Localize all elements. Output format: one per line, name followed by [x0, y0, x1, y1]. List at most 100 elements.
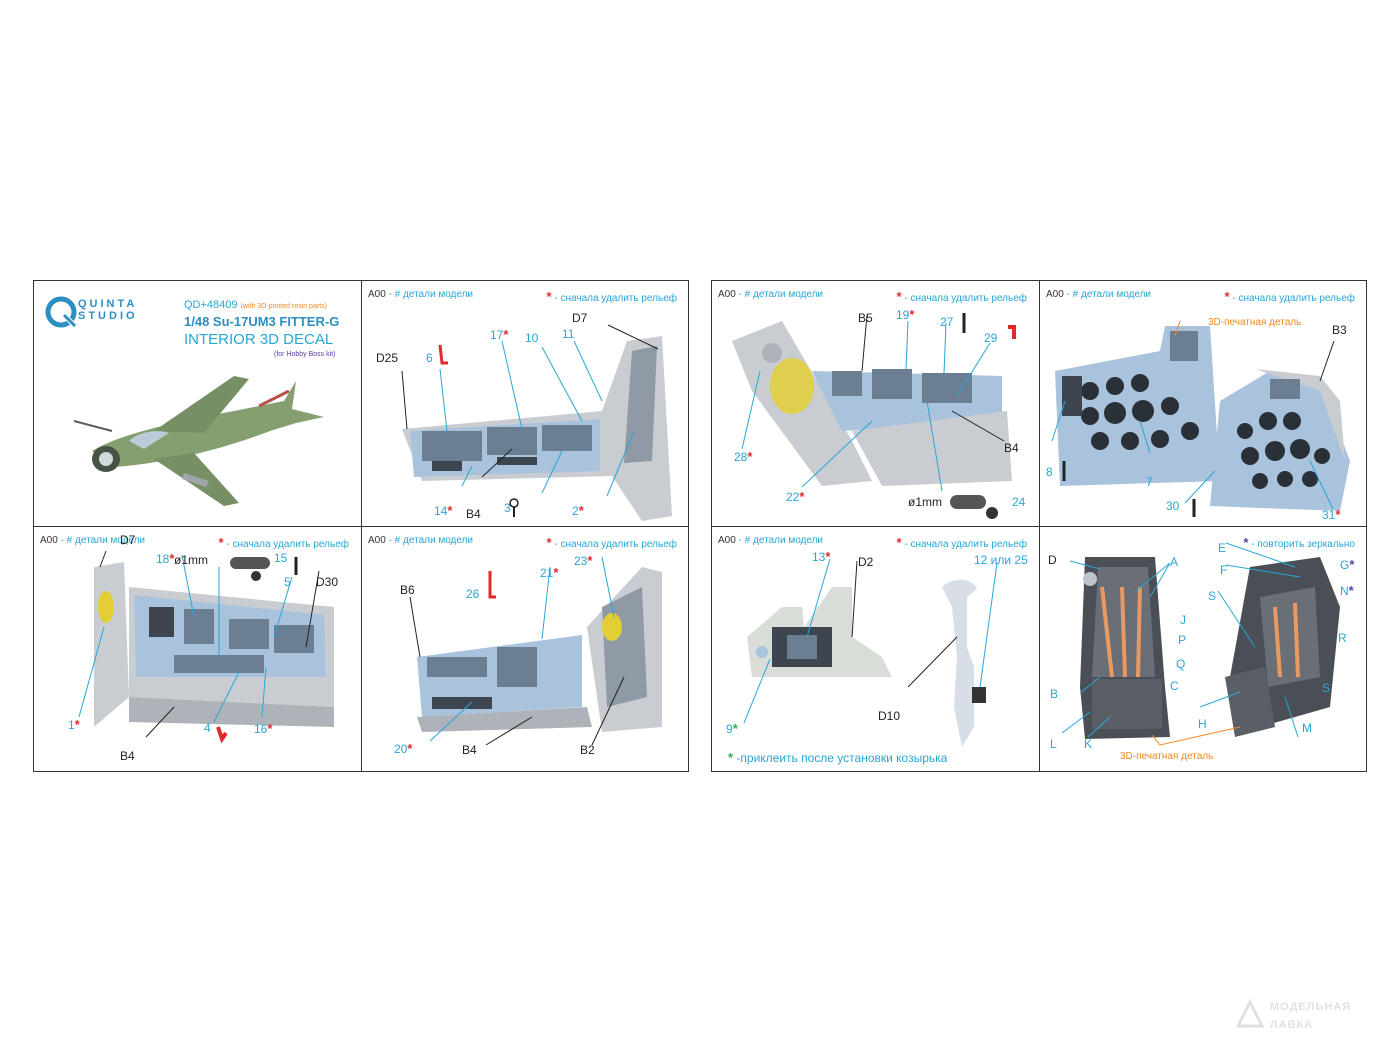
code-legend-text: - # детали модели	[1066, 289, 1152, 300]
decal-number-1: 1*	[68, 717, 80, 732]
decal-number-23: 23*	[574, 553, 592, 568]
code-legend-text: - # детали модели	[738, 289, 824, 300]
seat-label-g: G*	[1340, 557, 1354, 572]
star-mark: *	[503, 327, 509, 342]
part-label-b5: B5	[858, 311, 873, 325]
mirror-legend-text: - повторить зеркально	[1251, 539, 1355, 550]
letter-text: N	[1340, 584, 1349, 598]
number-text: 19	[896, 308, 910, 322]
decal-number-13: 13*	[812, 549, 830, 564]
star-mark: *	[747, 449, 753, 464]
star-legend-text: - сначала удалить рельеф	[1232, 293, 1355, 304]
decal-number-26: 26	[466, 587, 480, 601]
number-text: 13	[812, 550, 826, 564]
mirror-legend: * - повторить зеркально	[1243, 535, 1355, 550]
side-wall-illustration	[409, 556, 662, 746]
star-legend-text: - сначала удалить рельеф	[904, 293, 1027, 304]
part-label-d2: D2	[858, 555, 874, 569]
decal-number-11: 11	[562, 327, 575, 341]
rear-console-illustration	[732, 313, 1016, 519]
number-text: 16	[254, 722, 268, 736]
panel-right-console: A00 - # детали модели * - сначала удалит…	[34, 527, 361, 772]
star-legend-text: - сначала удалить рельеф	[904, 539, 1027, 550]
star-mark: *	[1224, 289, 1230, 304]
code-legend: A00 - # детали модели	[40, 535, 145, 546]
decal-number-5: 5	[284, 575, 291, 589]
star-legend: * - сначала удалить рельеф	[897, 289, 1027, 304]
number-text: 17	[490, 328, 504, 342]
glue-note: * -приклеить после установки козырька	[728, 750, 947, 765]
seat-label-r: R	[1338, 631, 1347, 645]
seat-label-s-lower: S	[1322, 681, 1331, 695]
number-text: 18	[156, 552, 170, 566]
number-text: 22	[786, 490, 800, 504]
star-legend-text: - сначала удалить рельеф	[554, 539, 677, 550]
logo-line-1: QUINTA	[78, 298, 138, 310]
star-mark: *	[799, 489, 805, 504]
glue-note-text: -приклеить после установки козырька	[736, 751, 948, 765]
seat-label-p: P	[1178, 633, 1187, 647]
star-mark: *	[169, 551, 175, 566]
star-legend: * - сначала удалить рельеф	[547, 289, 677, 304]
decal-number-16: 16*	[254, 721, 272, 736]
seat-label-l: L	[1050, 737, 1057, 751]
star-mark: *	[407, 741, 413, 756]
code-label: A00	[718, 535, 736, 546]
product-title: INTERIOR 3D DECAL	[184, 331, 334, 348]
decal-number-24: 24	[1012, 495, 1026, 509]
star-mark: *	[587, 553, 593, 568]
star-mark: *	[1335, 507, 1341, 522]
code-label: A00	[368, 535, 386, 546]
star-mark: *	[74, 717, 80, 732]
seat-label-c: C	[1170, 679, 1179, 693]
right-console-illustration	[78, 550, 334, 744]
kit-note: (for Hobby Boss kit)	[274, 351, 336, 358]
code-legend-text: - # детали модели	[388, 535, 474, 546]
decal-number-4: 4	[204, 721, 211, 735]
print-note: 3D-печатная деталь	[1120, 751, 1214, 762]
code-label: A00	[40, 535, 58, 546]
seat-label-n: N*	[1340, 583, 1354, 598]
part-label-d10: D10	[878, 709, 901, 723]
panel-left-console: A00 - # детали модели * - сначала удалит…	[362, 281, 689, 526]
code-legend-text: - # детали модели	[738, 535, 824, 546]
watermark: МОДЕЛЬНАЯ ЛАВКА	[1234, 998, 1384, 1038]
seat-label-q: Q	[1176, 657, 1186, 671]
decal-number-22: 22*	[786, 489, 804, 504]
decal-number-18: 18*	[156, 551, 174, 566]
star-mark: *	[447, 503, 453, 518]
logo-line-2: STUDIO	[78, 310, 138, 322]
part-label-b4: B4	[1004, 441, 1019, 455]
star-mark: *	[267, 721, 273, 736]
decal-number-2: 2*	[572, 503, 584, 518]
print-note: 3D-печатная деталь	[1208, 317, 1302, 328]
product-code-line: QD+48409 (with 3D-printed resin parts)	[184, 299, 327, 311]
logo-wordmark: QUINTA STUDIO	[78, 298, 138, 322]
star-mark: *	[546, 289, 552, 304]
part-label-b2: B2	[580, 743, 595, 757]
code-legend-text: - # детали модели	[60, 535, 146, 546]
star-mark: *	[218, 535, 224, 550]
left-console-illustration	[401, 324, 672, 521]
code-legend: A00 - # детали модели	[368, 289, 473, 300]
number-text: 31	[1322, 508, 1336, 522]
number-text: 14	[434, 504, 448, 518]
star-mark-purple: *	[1348, 583, 1354, 598]
decal-number-31: 31*	[1322, 507, 1340, 522]
star-mark: *	[825, 549, 831, 564]
decal-number-7: 7	[1146, 475, 1153, 489]
decal-number-20: 20*	[394, 741, 412, 756]
star-mark: *	[546, 535, 552, 550]
instruction-sheet-left: QUINTA STUDIO QD+48409 (with 3D-printed …	[33, 280, 689, 772]
model-name: 1/48 Su-17UM3 FITTER-G	[184, 314, 340, 329]
panel-rear-cockpit-console: A00 - # детали модели * - сначала удалит…	[712, 281, 1039, 526]
part-label-b4: B4	[120, 749, 135, 763]
diameter-label: ø1mm	[908, 495, 942, 509]
decal-number-21: 21*	[540, 565, 558, 580]
code-label: A00	[1046, 289, 1064, 300]
star-legend: * - сначала удалить рельеф	[219, 535, 349, 550]
star-mark: *	[909, 307, 915, 322]
instrument-panels-illustration	[1051, 320, 1350, 517]
seat-label-m: M	[1302, 721, 1312, 735]
star-mark: *	[896, 289, 902, 304]
